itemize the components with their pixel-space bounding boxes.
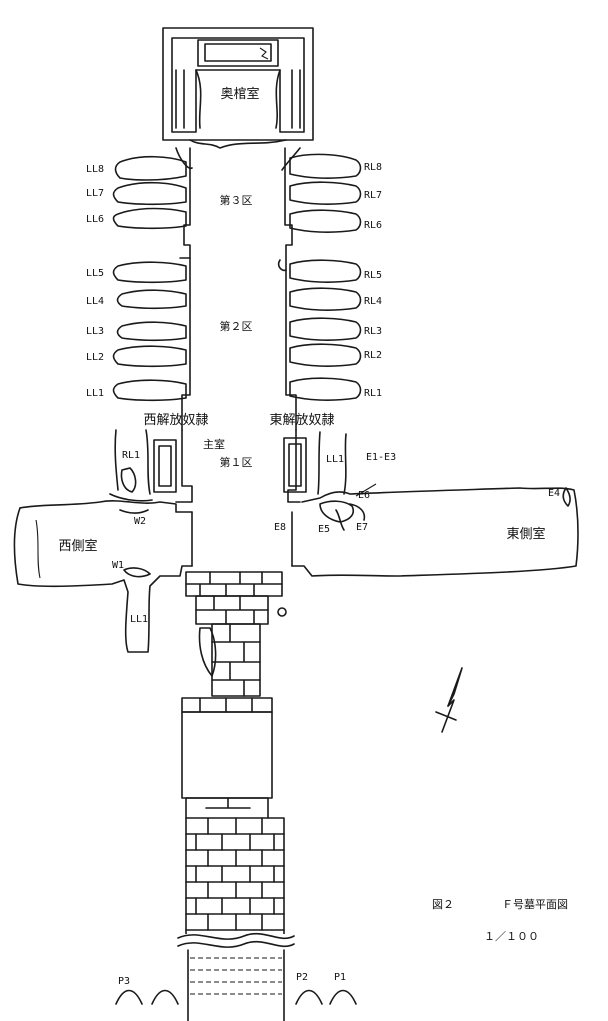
label-e4: E4 [548,488,560,499]
east-side-room [291,483,579,577]
label-e5: E5 [318,524,330,535]
niche-label-rl4: RL4 [364,296,382,307]
postholes [115,989,357,1005]
right-niches [289,153,362,401]
east-side-room-label: 東側室 [506,526,545,542]
label-rl1-west: RL1 [122,450,140,461]
label-ll1-west: LL1 [130,614,148,625]
niche-label-ll2: LL2 [86,352,104,363]
section1-label: 第１区 [220,455,253,469]
west-side-room-label: 西側室 [58,538,97,554]
niche-label-rl6: RL6 [364,220,382,231]
dromos-stairway [177,817,295,1021]
left-niches [112,155,187,402]
label-w2: W2 [134,516,146,527]
label-e1-e3: E1-E3 [366,452,396,463]
niche-label-ll1: LL1 [86,388,104,399]
east-freedmen-label: 東解放奴隷 [269,412,334,428]
label-e8: E8 [274,522,286,533]
figure-title: Ｆ号墓平面図 [502,898,568,911]
label-p2: P2 [296,972,308,983]
label-e7: E7 [356,522,368,533]
north-arrow-icon [435,667,463,733]
entrance-structure [181,511,293,819]
rear-chamber-label: 奥棺室 [220,86,259,102]
figure-scale: １／１００ [484,930,539,943]
section2-label: 第２区 [220,319,253,333]
figure-number: 図２ [432,898,454,911]
label-p1: P1 [334,972,346,983]
west-freedmen-label: 西解放奴隷 [143,412,208,428]
label-w1: W1 [112,560,124,571]
niche-label-ll3: LL3 [86,326,104,337]
niche-label-ll5: LL5 [86,268,104,279]
niche-label-rl8: RL8 [364,162,382,173]
west-side-room [13,493,193,653]
label-ll1-east: LL1 [326,454,344,465]
freedmen-chambers [114,429,347,495]
section3-label: 第３区 [220,193,253,207]
niche-label-ll4: LL4 [86,296,104,307]
niche-label-ll6: LL6 [86,214,104,225]
left-niche-labels: LL8 LL7 LL6 LL5 LL4 LL3 LL2 LL1 [86,164,104,399]
niche-label-ll7: LL7 [86,188,104,199]
niche-label-ll8: LL8 [86,164,104,175]
niche-label-rl2: RL2 [364,350,382,361]
right-niche-labels: RL8 RL7 RL6 RL5 RL4 RL3 RL2 RL1 [364,162,382,399]
niche-label-rl1: RL1 [364,388,382,399]
niche-label-rl7: RL7 [364,190,382,201]
label-e6: E6 [358,490,370,501]
niche-label-rl5: RL5 [364,270,382,281]
rear-chamber [162,27,314,149]
main-chamber-label: 主室 [203,437,225,451]
label-p3: P3 [118,976,130,987]
niche-label-rl3: RL3 [364,326,382,337]
